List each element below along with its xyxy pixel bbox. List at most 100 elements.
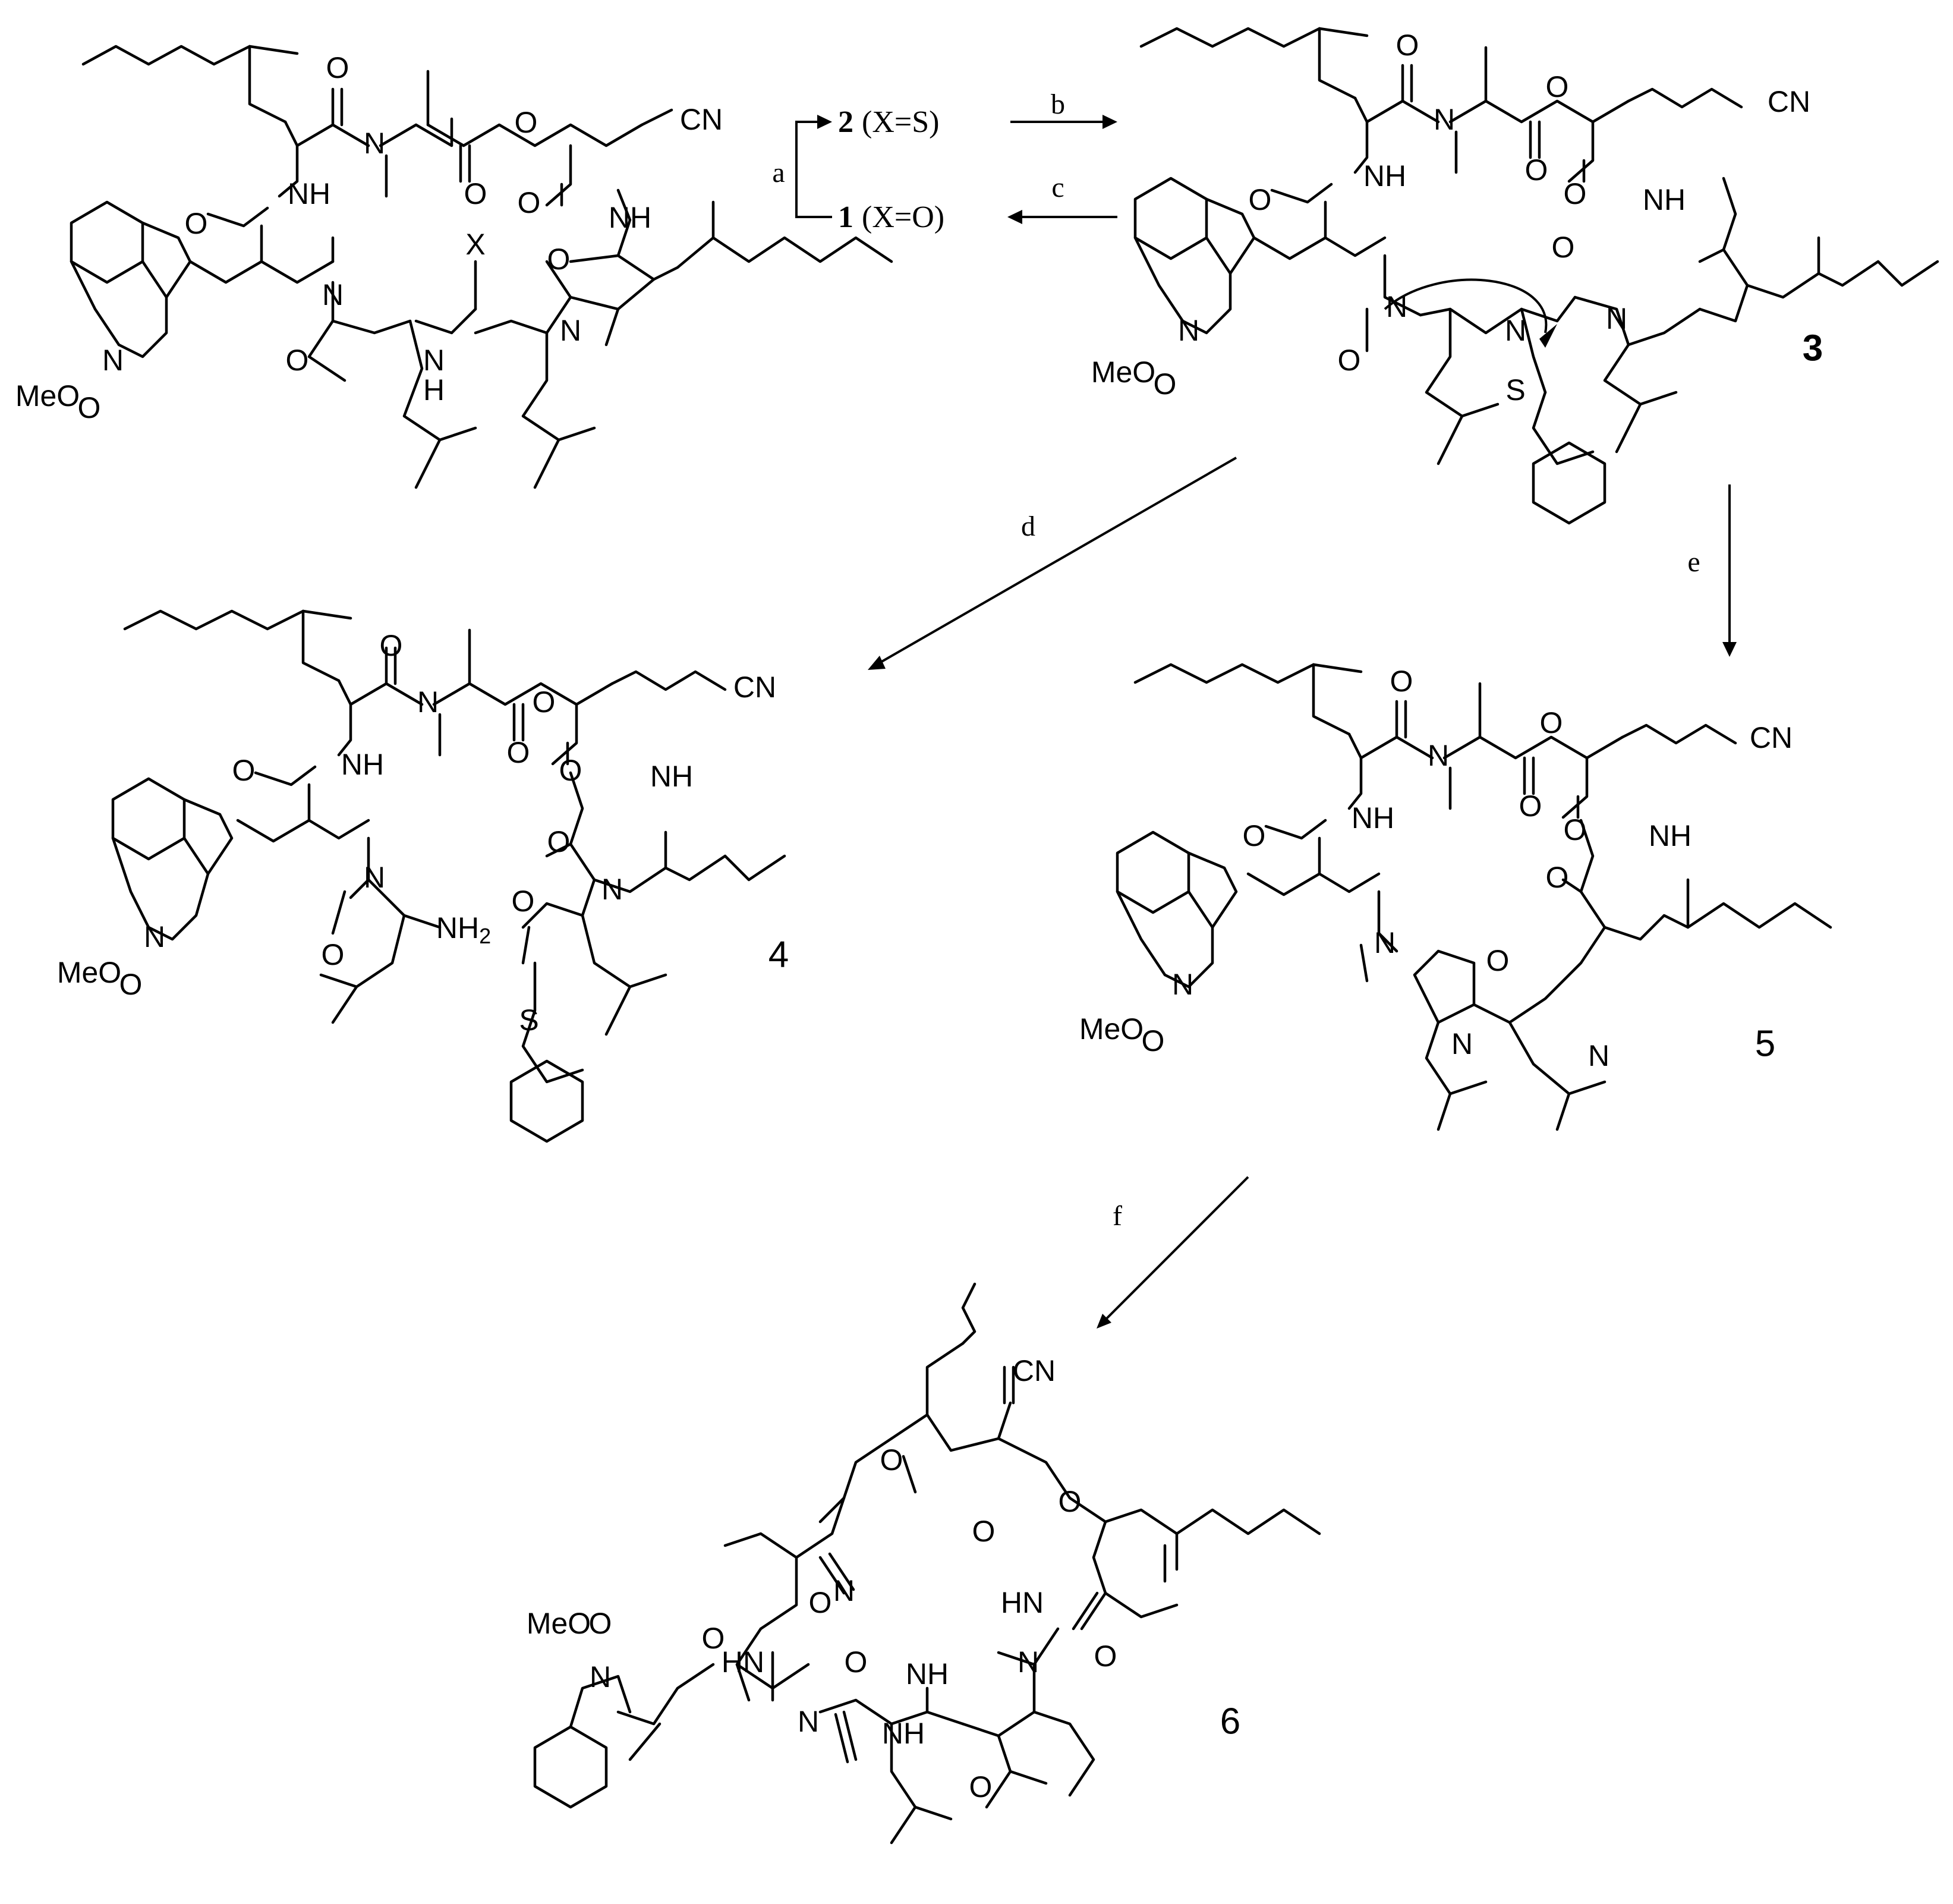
arrow-a [795,121,832,218]
atom-o-10: O [1546,70,1569,103]
atom-o-7: O [286,344,309,377]
compound-2-desc: (X=S) [862,105,939,139]
atom-n-23: N [590,1660,611,1694]
atom-hn-2: HN [722,1645,764,1679]
atom-nh-10: NH [882,1717,925,1750]
atom-o-20: O [232,754,256,787]
structure-6 [533,1282,1321,1845]
atom-o-9: O [1396,29,1419,62]
atom-n-4: N [423,344,445,377]
structure-1-2 [70,45,893,489]
atom-o-15: O [1552,231,1575,264]
atom-o-12: O [1249,183,1272,216]
atom-n-15: N [1428,739,1449,772]
atom-o-40: O [969,1770,993,1804]
atom-o-31: O [1486,944,1510,977]
atom-o-21: O [559,754,582,787]
atom-meo-1: MeO [15,379,80,413]
atom-s-1: S [1505,373,1525,407]
atom-o-37: O [809,1586,832,1619]
atom-o-35: O [972,1515,996,1548]
atom-o-22: O [322,938,345,971]
atom-n-1: N [364,127,385,160]
atom-meo-2: MeO [1091,355,1155,389]
atom-x: X [465,228,485,261]
structure-4 [111,609,786,1143]
atom-o-1: O [326,51,349,84]
structure-5 [1116,663,1832,1131]
atom-o-18: O [533,685,556,719]
atom-n-5: N [102,344,124,377]
atom-nh-7: NH [1352,801,1394,835]
atom-o-38: O [702,1622,725,1655]
compound-4-label: 4 [768,934,789,975]
atom-o-16: O [1154,367,1177,401]
atom-n-7: N [1386,290,1407,323]
step-b: b [1051,89,1065,120]
atom-o-2: O [515,106,538,139]
compound-1-desc: (X=O) [862,200,944,234]
atom-n-3: N [560,314,581,347]
atom-o-41: O [1094,1639,1117,1673]
atom-nh-1: NH [288,177,330,210]
atom-nh-5: NH [341,748,384,781]
atom-cn-3: CN [733,671,776,704]
atom-o-3: O [464,177,487,210]
atom-cn-1: CN [680,103,723,136]
atom-o-19: O [507,736,530,769]
atom-o-4: O [185,207,208,240]
step-c: c [1051,172,1064,203]
atom-o-23: O [512,885,535,918]
scheme-labels: 2 (X=S) 1 (X=O) a b c d e f 3 4 5 6 [768,89,1823,1742]
atom-n-2: N [322,278,344,311]
atom-n-19: N [1172,968,1193,1001]
atom-o-24: O [547,825,571,858]
atom-nh-2: NH [609,201,651,234]
atom-o-34: O [880,1443,903,1477]
atom-n-21: N [798,1705,819,1738]
atom-cn-2: CN [1768,85,1810,118]
atom-n-18: N [1588,1039,1609,1072]
atom-cn-5: CN [1013,1354,1056,1387]
arrows [795,115,1737,1329]
compound-5-label: 5 [1755,1023,1775,1064]
atom-meo-4: MeO [1079,1012,1144,1046]
structure-3 [1133,27,1939,525]
atom-o-30: O [1564,813,1587,846]
atom-o-33: O [1142,1024,1165,1058]
compound-3-label: 3 [1803,328,1823,369]
arrow-f [1104,1176,1249,1321]
atom-nh-8: NH [1649,819,1691,852]
atom-nh2: NH2 [436,911,491,948]
atom-o-13: O [1564,177,1587,210]
step-d: d [1021,511,1035,542]
atom-n-9: N [1606,302,1627,335]
atom-n-14: N [144,920,165,953]
atom-n-11: N [417,685,439,719]
atom-nh-6: NH [650,760,693,793]
atom-o-25: O [119,968,143,1001]
atom-n-6: N [1434,103,1455,136]
atom-o-29: O [1243,819,1266,852]
compound-6-label: 6 [1220,1701,1240,1742]
atom-o-32: O [1546,861,1569,894]
step-e: e [1687,546,1700,578]
arrow-d [879,457,1237,664]
atom-n-13: N [601,873,623,906]
atom-o-17: O [380,629,403,662]
compound-1-number: 1 [838,200,853,234]
atom-n-22: N [1018,1645,1039,1679]
atom-o-8: O [78,391,101,424]
step-f: f [1113,1200,1122,1232]
atom-meo-5: MeO [527,1607,591,1640]
atom-o-39: O [845,1645,868,1679]
atom-o-6: O [547,243,571,276]
atom-o-11: O [1525,153,1548,187]
atom-o-27: O [1540,706,1563,739]
atom-labels: O N O O CN NH O NH O N X O N O N H N MeO… [15,29,1810,1804]
atom-hn-1: HN [1001,1586,1044,1619]
atom-n-10: N [1178,314,1199,347]
atom-meo-3: MeO [57,956,121,989]
atom-o-36: O [1059,1485,1082,1518]
